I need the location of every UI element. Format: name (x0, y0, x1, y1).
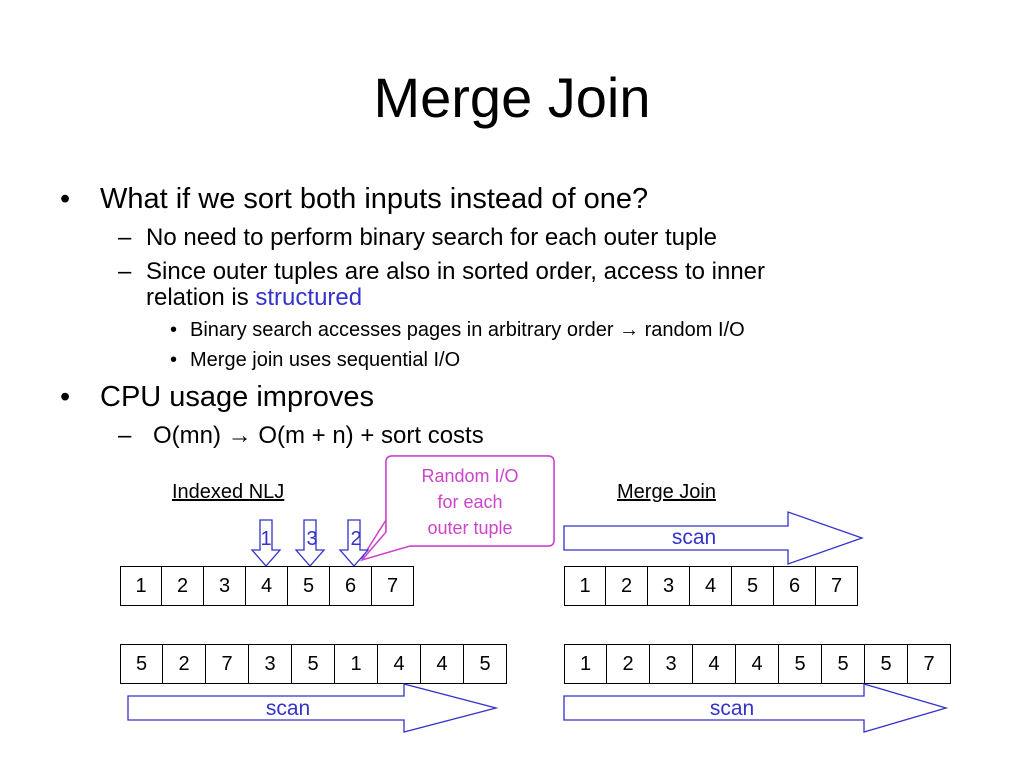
bullet-text: What if we sort both inputs instead of o… (100, 183, 649, 215)
right-diagram-heading: Merge Join (617, 481, 716, 503)
sub-sub-bullet-marker: • (170, 349, 178, 371)
tuple-cell: 5 (120, 644, 163, 684)
right-inner-relation-row: 1 2 3 4 5 6 7 (564, 566, 858, 606)
sub-bullet-marker: – (118, 224, 132, 251)
bullet-marker: • (60, 381, 71, 413)
sub-bullet-text: O(mn) → O(m + n) + sort costs (153, 422, 484, 449)
sub-bullet-text: No need to perform binary search for eac… (146, 224, 717, 251)
tuple-cell: 7 (908, 644, 951, 684)
tuple-cell: 1 (120, 566, 162, 606)
tuple-cell: 5 (732, 566, 774, 606)
sub-bullet-text: Since outer tuples are also in sorted or… (146, 258, 766, 285)
probe-arrow (338, 519, 370, 567)
tuple-cell: 5 (865, 644, 908, 684)
tuple-cell: 7 (206, 644, 249, 684)
tuple-cell: 5 (464, 644, 507, 684)
tuple-cell: 4 (378, 644, 421, 684)
probe-label: 1 (260, 528, 272, 550)
tuple-cell: 5 (822, 644, 865, 684)
highlighted-word: structured (255, 284, 363, 311)
tuple-cell: 3 (648, 566, 690, 606)
tuple-cell: 6 (774, 566, 816, 606)
tuple-cell: 7 (372, 566, 414, 606)
tuple-cell: 4 (690, 566, 732, 606)
tuple-cell: 1 (564, 644, 607, 684)
tuple-cell: 5 (288, 566, 330, 606)
tuple-cell: 5 (292, 644, 335, 684)
bullet-marker: • (60, 183, 71, 215)
tuple-cell: 3 (204, 566, 246, 606)
callout-line: outer tuple (427, 518, 513, 538)
sub-sub-bullet-marker: • (170, 319, 178, 341)
scan-arrow (127, 683, 499, 733)
tuple-cell: 2 (607, 644, 650, 684)
tuple-cell: 2 (606, 566, 648, 606)
left-diagram-heading: Indexed NLJ (172, 481, 285, 503)
callout-line: for each (437, 492, 503, 512)
tuple-cell: 5 (779, 644, 822, 684)
tuple-cell: 4 (736, 644, 779, 684)
sub-sub-bullet-text: Merge join uses sequential I/O (190, 349, 461, 371)
tuple-cell: 7 (816, 566, 858, 606)
probe-label: 3 (306, 528, 318, 550)
scan-arrow (563, 683, 949, 733)
tuple-cell: 2 (162, 566, 204, 606)
scan-label: scan (709, 697, 755, 720)
tuple-cell: 4 (421, 644, 464, 684)
callout-text: Random I/O for each outer tuple (386, 463, 554, 541)
sub-bullet-text-continued: relation is structured (146, 284, 362, 312)
tuple-cell: 3 (249, 644, 292, 684)
probe-label: 2 (350, 528, 362, 550)
sub-bullet-marker: – (118, 422, 132, 449)
sub-sub-bullet-text: Binary search accesses pages in arbitrar… (190, 319, 745, 341)
scan-label: scan (265, 697, 311, 720)
probe-arrow (294, 519, 326, 567)
callout-line: Random I/O (421, 466, 519, 486)
scan-arrow (563, 511, 864, 565)
slide-title: Merge Join (373, 66, 651, 129)
tuple-cell: 3 (650, 644, 693, 684)
left-inner-relation-row: 1 2 3 4 5 6 7 (120, 566, 414, 606)
probe-arrow (250, 519, 282, 567)
tuple-cell: 1 (564, 566, 606, 606)
left-outer-relation-row: 5 2 7 3 5 1 4 4 5 (120, 644, 507, 684)
right-outer-relation-row: 1 2 3 4 4 5 5 5 7 (564, 644, 951, 684)
scan-label: scan (671, 526, 717, 549)
tuple-cell: 2 (163, 644, 206, 684)
sub-bullet-text-prefix: relation is (146, 284, 256, 311)
tuple-cell: 1 (335, 644, 378, 684)
tuple-cell: 4 (246, 566, 288, 606)
bullet-text: CPU usage improves (100, 381, 374, 413)
sub-bullet-marker: – (118, 258, 132, 285)
tuple-cell: 4 (693, 644, 736, 684)
tuple-cell: 6 (330, 566, 372, 606)
